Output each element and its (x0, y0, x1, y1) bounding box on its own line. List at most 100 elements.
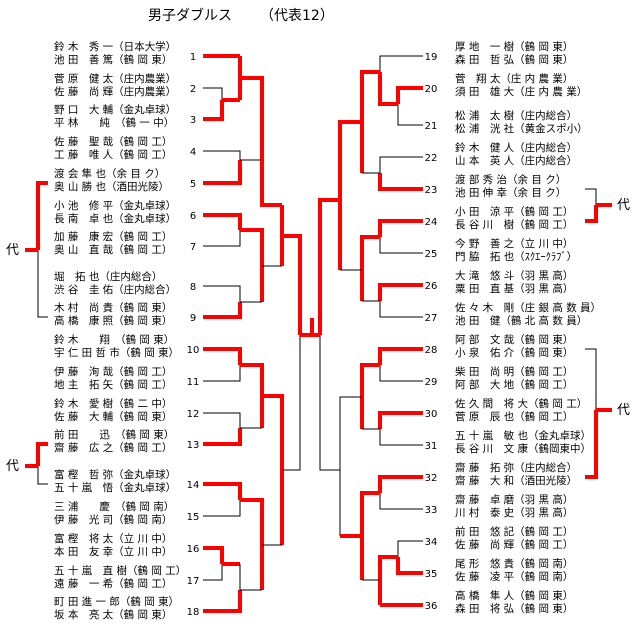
player-name: 宇 仁 田 哲 市（鶴 岡 東） (54, 346, 179, 359)
player-name: 松 浦 洸 社（黄金スポ小） (455, 122, 588, 135)
winner-line (203, 590, 242, 613)
winner-line (360, 491, 380, 580)
winner-line (378, 555, 398, 605)
page-title: 男子ダブルス （代表12） (148, 5, 334, 25)
player-name: 高 橋 隼 人（鶴 岡 東） (455, 589, 573, 602)
player-name: 佐 藤 大 輔（鶴 岡 東） (54, 410, 172, 423)
winner-line (310, 318, 320, 337)
player-name: 高 橋 康 照（鶴 岡 東） (54, 314, 172, 327)
player-name: 長 谷 川 樹（鶴 岡 工） (455, 218, 573, 231)
player-name: 平 林 純 （鶴 一 中） (54, 116, 174, 129)
seed-number: 15 (187, 512, 200, 523)
bracket-line (319, 335, 340, 471)
winner-line (240, 498, 264, 590)
player-name: 大 滝 悠 斗（羽 黒 高） (455, 269, 573, 282)
dai-marker: 代 (617, 198, 630, 213)
player-name: 菅 原 健 太（庄内農業） (54, 72, 176, 85)
seed-number: 19 (425, 52, 438, 63)
player-name: 伊 藤 光 司（鶴 岡 南） (54, 513, 172, 526)
player-name: 遠 藤 一 希（鶴 岡 工） (54, 577, 172, 590)
winner-line (378, 475, 423, 493)
bracket-line (379, 365, 423, 382)
player-name: 野 口 大 輔（金丸卓球） (54, 103, 176, 116)
dai-marker: 代 (6, 459, 19, 474)
seed-number: 27 (425, 313, 438, 324)
player-name: 富 樫 哲 弥（金丸卓球） (54, 468, 176, 481)
seed-number: 21 (425, 121, 438, 132)
winner-line (36, 181, 48, 250)
winner-line (585, 205, 598, 223)
seed-number: 6 (190, 211, 196, 222)
winner-line (203, 482, 242, 500)
seed-number: 3 (190, 115, 196, 126)
bracket-line (203, 412, 241, 428)
player-name: 三 浦 慶 （鶴 岡 南） (54, 500, 174, 513)
player-name: 菅 原 辰 也（鶴 岡 工） (455, 410, 573, 423)
player-name: 鈴 木 翔 （鶴 岡 東） (54, 333, 174, 346)
winner-line (378, 283, 423, 301)
player-name: 佐 藤 凌 平（鶴 岡 南） (455, 570, 573, 583)
player-name: 富 樫 将 太（立 川 中） (54, 532, 172, 545)
winner-line (240, 363, 264, 428)
player-name: 佐 藤 尚 輝（庄内農業） (54, 85, 176, 98)
seed-number: 11 (187, 377, 200, 388)
seed-number: 17 (187, 576, 200, 587)
bracket-line (282, 335, 301, 471)
winner-line (262, 394, 284, 545)
winner-line (240, 76, 264, 160)
bracket-line (203, 230, 241, 247)
seed-number: 13 (187, 440, 200, 451)
player-name: 山 本 英 人（庄内総合） (455, 154, 577, 167)
player-name: 齋 藤 卓 磨（羽 黒 高） (455, 493, 573, 506)
winner-line (378, 347, 423, 365)
seed-number: 32 (425, 473, 438, 484)
winner-line (338, 120, 362, 270)
player-name: 地 主 拓 矢（鶴 岡 工） (54, 378, 172, 391)
bracket-line (585, 348, 597, 410)
seed-number: 33 (425, 505, 438, 516)
bracket-line (379, 156, 423, 173)
bracket-line (379, 237, 423, 254)
seed-number: 2 (190, 84, 196, 95)
player-name: 木 村 尚 貴（鶴 岡 東） (54, 301, 172, 314)
player-name: 柴 田 尚 明（鶴 岡 工） (455, 365, 573, 378)
bracket-line (203, 365, 241, 382)
player-name: 長 谷 川 文 康（鶴岡東中） (455, 442, 591, 455)
seed-number: 26 (425, 281, 438, 292)
player-name: 小 田 涼 平（鶴 岡 工） (455, 205, 573, 218)
player-name: 小 泉 佑 介（鶴 岡 東） (455, 346, 573, 359)
seed-number: 31 (425, 441, 438, 452)
winner-line (360, 363, 380, 429)
player-name: 池 田 善 篤（鶴 岡 東） (54, 53, 172, 66)
bracket-line (379, 55, 423, 72)
bracket-line (379, 301, 423, 318)
player-name: 門 脇 拓 也（ｽｸｴｰｸﾗﾌﾞ） (455, 250, 577, 263)
seed-number: 14 (187, 480, 200, 491)
bracket-line (379, 429, 423, 446)
player-name: 阿 部 文 哉（鶴 岡 東） (455, 333, 573, 346)
dai-marker: 代 (617, 403, 630, 418)
event-title: 男子ダブルス (148, 8, 232, 24)
player-name: 齋 藤 大 和（酒田光陵） (455, 474, 577, 487)
player-name: 齋 藤 拓 弥（庄内総合） (455, 461, 577, 474)
player-name: 池 田 健（鶴 北 高 数 員） (455, 314, 587, 327)
player-name: 奥 山 勝 也（酒田光陵） (54, 180, 169, 193)
winner-line (378, 173, 423, 191)
seed-number: 29 (425, 377, 438, 388)
seed-number: 16 (187, 544, 200, 555)
seed-number: 18 (187, 607, 200, 618)
bracket-line (203, 500, 241, 517)
seed-number: 5 (190, 179, 196, 190)
player-name: 須 田 雄 大（庄 内 農 業） (455, 85, 587, 98)
winner-line (396, 86, 423, 104)
seed-number: 4 (190, 147, 196, 158)
seed-number: 10 (187, 345, 200, 356)
seed-number: 22 (425, 153, 438, 164)
player-name: 長 南 卓 也（金丸卓球） (54, 212, 176, 225)
player-name: 松 浦 太 樹（庄内総合） (455, 109, 577, 122)
player-name: 厚 地 一 樹（鶴 岡 東） (455, 40, 573, 53)
player-name: 坂 本 亮 太（鶴 岡 東） (54, 608, 172, 621)
winner-line (203, 100, 224, 121)
player-name: 佐 久 間 将 大（鶴 岡 工） (455, 397, 587, 410)
event-subtitle: （代表12） (260, 8, 334, 24)
